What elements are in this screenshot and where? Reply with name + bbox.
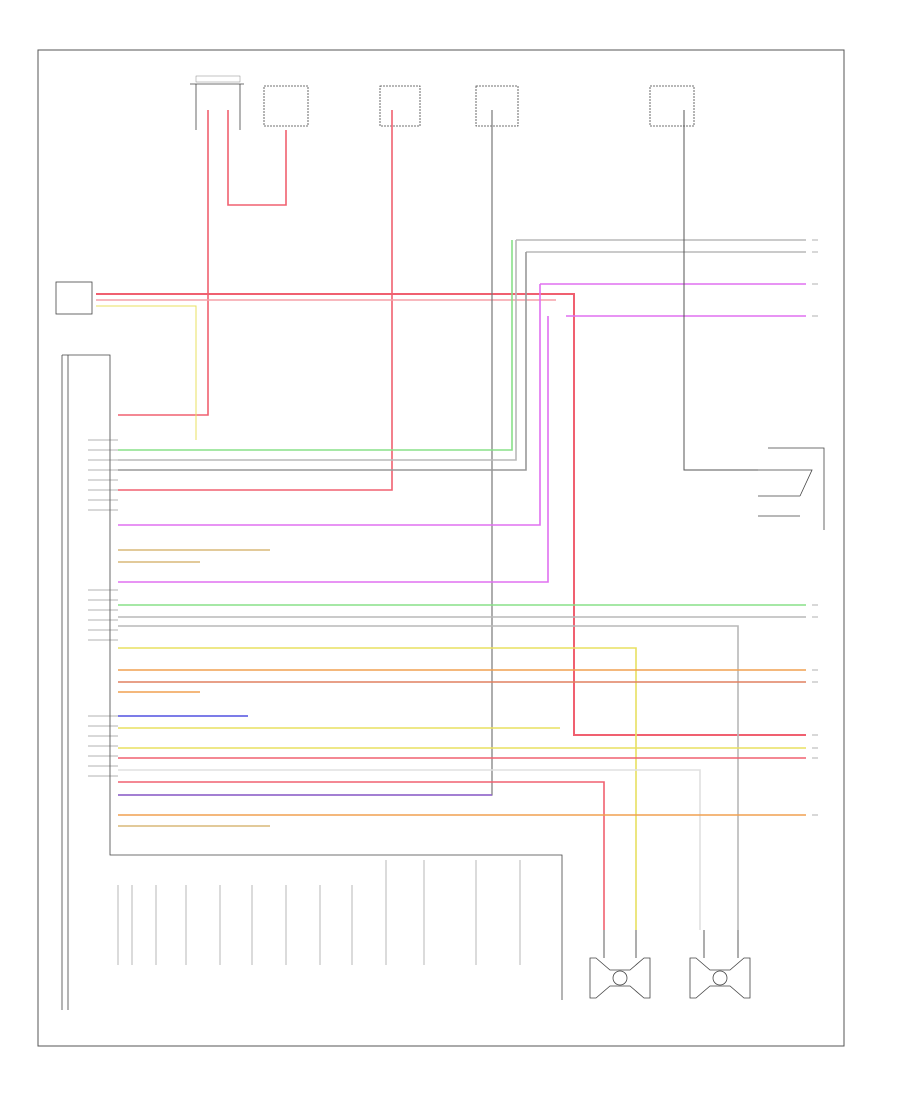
fuse-block-2 [263,85,309,127]
right-connectors [812,239,818,816]
fuse-block-5 [649,85,695,127]
fuse-block-3 [379,85,421,127]
fuse-block-4 [475,85,519,127]
wires [96,110,806,930]
right-switch [758,447,825,530]
speaker-left [589,930,651,999]
fuse-blocks [190,75,695,130]
control-module [55,281,563,1010]
diagram-frame [37,49,845,1047]
speaker-right [689,930,751,999]
